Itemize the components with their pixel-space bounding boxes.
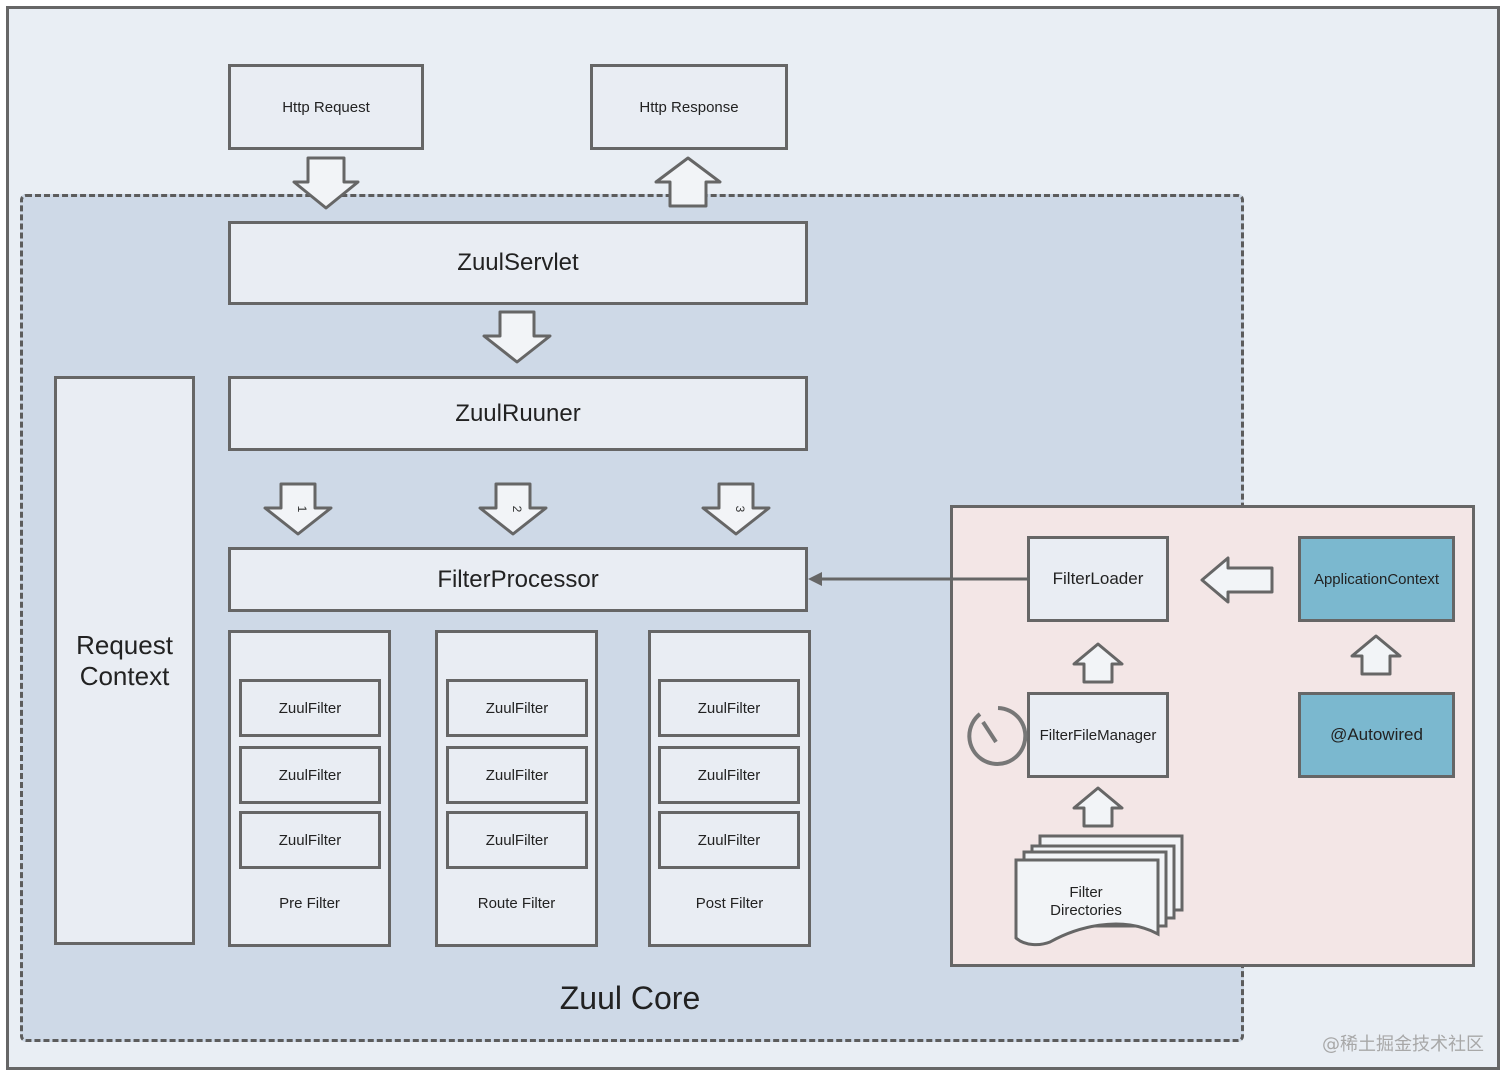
zuul-filter-label: ZuulFilter xyxy=(697,831,761,849)
filter-loader-label: FilterLoader xyxy=(1052,569,1144,588)
application-to-loader-arrow xyxy=(1200,556,1274,604)
autowired-label: @Autowired xyxy=(1330,725,1423,744)
route-zuul-filter-1: ZuulFilter xyxy=(446,679,588,737)
http-response-label: Http Response xyxy=(639,98,739,116)
filter-arrow-1 xyxy=(263,482,333,536)
directories-to-manager-arrow xyxy=(1072,786,1124,828)
arrow-number-1: 1 xyxy=(295,506,309,513)
zuul-filter-label: ZuulFilter xyxy=(278,766,342,784)
zuul-filter-label: ZuulFilter xyxy=(697,766,761,784)
http-request-box: Http Request xyxy=(228,64,424,150)
post-zuul-filter-1: ZuulFilter xyxy=(658,679,800,737)
pre-filter-label: Pre Filter xyxy=(279,895,340,912)
filter-directories-label: Filter Directories xyxy=(1050,884,1122,919)
filter-directories-stack-icon xyxy=(1014,834,1184,947)
arrow-number-3: 3 xyxy=(733,506,747,513)
zuul-filter-label: ZuulFilter xyxy=(485,699,549,717)
autowired-to-context-arrow xyxy=(1350,634,1402,676)
loader-to-processor-arrowhead xyxy=(808,572,822,586)
zuul-runner-label: ZuulRuuner xyxy=(455,399,581,427)
route-zuul-filter-3: ZuulFilter xyxy=(446,811,588,869)
response-up-arrow xyxy=(654,156,722,208)
timer-icon xyxy=(967,706,1028,766)
manager-to-loader-arrow xyxy=(1072,642,1124,684)
autowired-box: @Autowired xyxy=(1298,692,1455,778)
zuul-filter-label: ZuulFilter xyxy=(278,831,342,849)
post-zuul-filter-2: ZuulFilter xyxy=(658,746,800,804)
filter-file-manager-box: FilterFileManager xyxy=(1027,692,1169,778)
filter-processor-box: FilterProcessor xyxy=(228,547,808,612)
servlet-to-runner-arrow xyxy=(482,310,552,364)
route-filter-label: Route Filter xyxy=(477,895,556,912)
filter-file-manager-label: FilterFileManager xyxy=(1039,726,1157,744)
application-context-box: ApplicationContext xyxy=(1298,536,1455,622)
http-request-label: Http Request xyxy=(282,98,370,116)
pre-zuul-filter-3: ZuulFilter xyxy=(239,811,381,869)
post-zuul-filter-3: ZuulFilter xyxy=(658,811,800,869)
zuul-filter-label: ZuulFilter xyxy=(697,699,761,717)
zuul-core-label: Zuul Core xyxy=(559,980,701,1016)
post-filter-label: Post Filter xyxy=(695,895,764,912)
zuul-filter-label: ZuulFilter xyxy=(278,699,342,717)
filter-processor-label: FilterProcessor xyxy=(437,565,599,593)
zuul-servlet-box: ZuulServlet xyxy=(228,221,808,305)
zuul-filter-label: ZuulFilter xyxy=(485,831,549,849)
zuul-servlet-label: ZuulServlet xyxy=(457,249,579,276)
request-context-box: Request Context xyxy=(54,376,195,945)
pre-zuul-filter-2: ZuulFilter xyxy=(239,746,381,804)
zuul-filter-label: ZuulFilter xyxy=(485,766,549,784)
filter-arrow-3 xyxy=(701,482,771,536)
application-context-label: ApplicationContext xyxy=(1313,570,1440,588)
request-down-arrow xyxy=(292,156,360,210)
arrow-number-2: 2 xyxy=(510,506,524,513)
filter-loader-box: FilterLoader xyxy=(1027,536,1169,622)
http-response-box: Http Response xyxy=(590,64,788,150)
watermark: @稀土掘金技术社区 xyxy=(1322,1034,1484,1055)
request-context-label: Request Context xyxy=(76,629,173,691)
pre-zuul-filter-1: ZuulFilter xyxy=(239,679,381,737)
zuul-runner-box: ZuulRuuner xyxy=(228,376,808,451)
filter-arrow-2 xyxy=(478,482,548,536)
route-zuul-filter-2: ZuulFilter xyxy=(446,746,588,804)
